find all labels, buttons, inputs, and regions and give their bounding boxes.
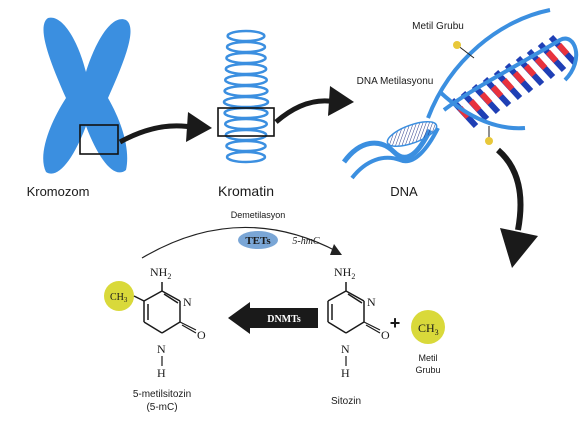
methylcytosine-abbrev: (5-mC) <box>146 402 177 413</box>
chromatin-coil-loop <box>223 117 269 131</box>
chromatin-coil-loop <box>223 73 269 87</box>
demethylation-label: Demetilasyon <box>231 210 286 220</box>
chromosome-zoom-box <box>79 124 119 155</box>
ch3-right: CH3 <box>418 321 439 337</box>
dna-base-pair <box>460 90 490 122</box>
dna-helix: Metil Grubu DNA Metilasyonu DNA <box>341 8 579 199</box>
n-ring-left-1: N <box>157 342 166 356</box>
chromatin-coil-loop <box>224 62 268 76</box>
chromatin-coil-loop <box>225 51 267 65</box>
dna-base-pair <box>471 83 501 115</box>
chromatin-zoom-box <box>217 107 275 137</box>
methyl-group-dot-top <box>453 41 461 49</box>
chromatin-illustration: Kromatin <box>217 29 275 199</box>
dna-methylation-label: DNA Metilasyonu <box>357 76 434 87</box>
nh2-left: NH2 <box>150 265 171 281</box>
h-ring-right: H <box>341 366 350 380</box>
cytosine-name: Sitozin <box>331 396 361 407</box>
n-ring-right-1: N <box>341 342 350 356</box>
chromatin-label: Kromatin <box>218 183 274 199</box>
nh2-right: NH2 <box>334 265 355 281</box>
methyl-group-right: CH3 Metil Grubu <box>411 310 445 375</box>
chromatin-coil-loop <box>223 106 269 120</box>
o-right: O <box>381 328 390 342</box>
methyl-label-line2: Grubu <box>415 365 440 375</box>
chromatin-coil-loop <box>226 29 266 43</box>
ch3-left: CH3 <box>110 292 128 304</box>
dnmts-label: DNMTs <box>267 314 301 325</box>
chromatin-coil-loop <box>225 40 267 54</box>
chromosome-illustration: Kromozom <box>27 17 131 199</box>
o-left: O <box>197 328 206 342</box>
cytosine-structure: NH2 N N H O Sitozin <box>327 265 390 407</box>
demethylation-pathway: Demetilasyon TETs 5-hmC <box>141 210 342 259</box>
h-ring-left: H <box>157 366 166 380</box>
methyl-group-label-top: Metil Grubu <box>412 21 464 32</box>
dna-label: DNA <box>390 184 418 199</box>
methyl-label-line1: Metil <box>418 353 437 363</box>
methyl-group-dot-bottom <box>485 137 493 145</box>
chromatin-coil-loop <box>225 150 267 164</box>
five-hmc-label: 5-hmC <box>292 236 320 247</box>
methylcytosine-name: 5-metilsitozin <box>133 389 191 400</box>
methylcytosine-structure: CH3 NH2 N N H O 5-metilsitozin (5-mC) <box>104 265 206 413</box>
chromatin-coil-loop <box>222 95 270 109</box>
chromosome-label: Kromozom <box>27 184 90 199</box>
chromosome-shape <box>43 17 131 174</box>
tets-enzyme-badge <box>238 231 278 249</box>
dnmts-arrow: DNMTs <box>228 302 318 334</box>
plus-sign: + <box>390 313 401 333</box>
chromatin-coil-loop <box>224 128 268 142</box>
tets-label: TETs <box>245 235 271 247</box>
arrow-chromosome-to-chromatin <box>118 112 212 145</box>
methyl-group-circle-right <box>411 310 445 344</box>
methyl-group-circle-left <box>104 281 134 311</box>
n-ring-right-3: N <box>367 295 376 309</box>
chromatin-coil-loop <box>225 139 267 153</box>
chromatin-coil <box>222 29 270 164</box>
chromatin-coil-loop <box>223 84 269 98</box>
arrow-chromatin-to-dna <box>274 86 354 124</box>
arrow-dna-to-chemistry <box>495 147 538 268</box>
n-ring-left-3: N <box>183 295 192 309</box>
